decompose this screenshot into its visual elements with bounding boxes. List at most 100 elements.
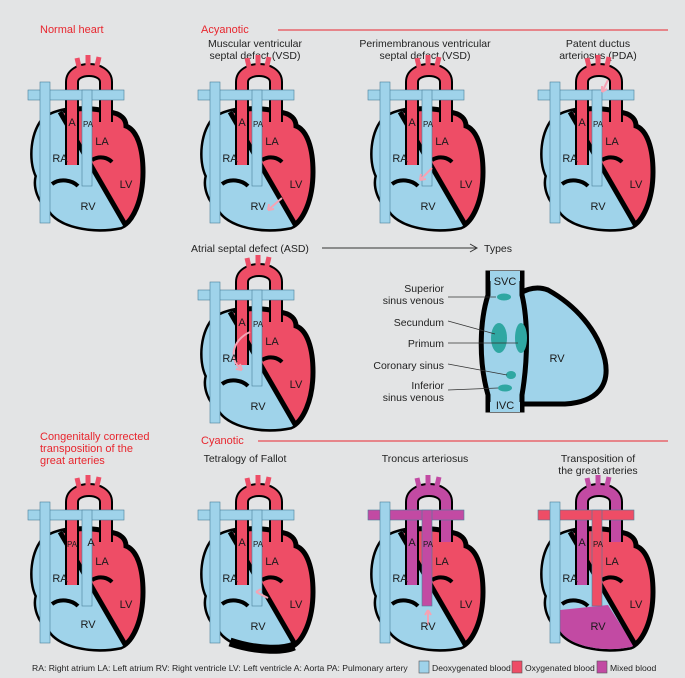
- label-ra: RA: [222, 353, 238, 365]
- rv-chamber: [512, 285, 609, 407]
- label-a: A: [238, 117, 246, 129]
- section-acyanotic: Acyanotic: [201, 24, 249, 36]
- label-lv: LV: [630, 599, 643, 611]
- label-rv: RV: [420, 621, 436, 633]
- label-a: A: [578, 117, 586, 129]
- label-lv: LV: [290, 179, 303, 191]
- legend-swatch: [418, 660, 430, 674]
- label-a: A: [408, 117, 416, 129]
- asd-type-label: Coronary sinus: [373, 360, 444, 372]
- pulmonary-trunk: [421, 509, 433, 607]
- pulmonary-trunk: [591, 89, 603, 187]
- vena-cava: [209, 501, 221, 644]
- label-pa: PA: [253, 120, 264, 129]
- defect-site: [497, 293, 511, 301]
- label-rv: RV: [250, 201, 266, 213]
- label-la: LA: [435, 136, 449, 148]
- label-lv: LV: [460, 179, 473, 191]
- pulmonary-trunk: [81, 89, 93, 187]
- label-a: A: [408, 537, 416, 549]
- label-lv: LV: [290, 599, 303, 611]
- label-la: LA: [265, 136, 279, 148]
- label-lv: LV: [290, 379, 303, 391]
- vena-cava: [209, 281, 221, 424]
- rv-hypertrophy: [228, 637, 296, 654]
- pulmonary-artery-branches: [197, 289, 295, 301]
- section-cyanotic: Cyanotic: [201, 435, 244, 447]
- label-rv: RV: [549, 353, 565, 365]
- asd-type-label: Inferior: [411, 380, 444, 392]
- aorta: [575, 475, 623, 585]
- pulmonary-trunk: [251, 89, 263, 187]
- label-la: LA: [265, 556, 279, 568]
- asd-type-label: Primum: [408, 338, 444, 350]
- label-la: LA: [605, 556, 619, 568]
- label-pa: PA: [253, 320, 264, 329]
- vena-cava: [379, 81, 391, 224]
- aorta: [235, 255, 283, 365]
- aorta: [65, 475, 113, 585]
- panel-title: Atrial septal defect (ASD): [191, 243, 309, 255]
- aorta: [405, 55, 453, 165]
- label-ra: RA: [392, 153, 408, 165]
- label-ivc: IVC: [496, 400, 514, 412]
- label-ra: RA: [562, 153, 578, 165]
- label-a: A: [238, 537, 246, 549]
- label-ra: RA: [392, 573, 408, 585]
- defect-site: [498, 384, 512, 392]
- label-ra: RA: [52, 573, 68, 585]
- pulmonary-artery-branches: [27, 509, 125, 521]
- label-pa: PA: [83, 120, 94, 129]
- legend-abbreviations: RA: Right atrium LA: Left atrium RV: Rig…: [32, 663, 408, 673]
- label-pa: PA: [593, 120, 604, 129]
- label-pa: PA: [423, 540, 434, 549]
- label-pa: PA: [593, 540, 604, 549]
- label-rv: LV: [120, 599, 133, 611]
- legend-swatch: [511, 660, 523, 674]
- label-ra: RA: [562, 573, 578, 585]
- vena-cava: [39, 501, 51, 644]
- shunt-arrow: [232, 331, 251, 371]
- vena-cava: [39, 81, 51, 224]
- label-lv: LV: [460, 599, 473, 611]
- aorta: [575, 55, 623, 165]
- pulmonary-artery-branches: [537, 509, 635, 521]
- types-heading: Types: [484, 243, 512, 255]
- shunt-arrow: [255, 588, 269, 599]
- panel-title: Normal heart: [40, 24, 104, 36]
- label-a: A: [578, 537, 586, 549]
- legend-swatch: [596, 660, 608, 674]
- legend-label: Mixed blood: [610, 663, 657, 673]
- panel-title: Troncus arteriosus: [382, 453, 469, 465]
- label-la: LA: [265, 336, 279, 348]
- label-rv: RV: [590, 201, 606, 213]
- vena-cava: [209, 81, 221, 224]
- asd-type-label: Secundum: [394, 317, 444, 329]
- label-pa: PA: [67, 540, 78, 549]
- defect-site: [506, 371, 516, 379]
- shunt-arrow: [601, 79, 609, 93]
- leader-line: [447, 363, 508, 376]
- asd-type-label: sinus venous: [383, 392, 444, 404]
- label-rv: RV: [590, 621, 606, 633]
- legend-label: Oxygenated blood: [525, 663, 595, 673]
- aorta: [235, 475, 283, 585]
- label-lv: RV: [80, 619, 96, 631]
- label-rv: RV: [250, 401, 266, 413]
- aorta: [235, 55, 283, 165]
- label-ra: RA: [52, 153, 68, 165]
- asd-type-label: Superior: [404, 283, 444, 295]
